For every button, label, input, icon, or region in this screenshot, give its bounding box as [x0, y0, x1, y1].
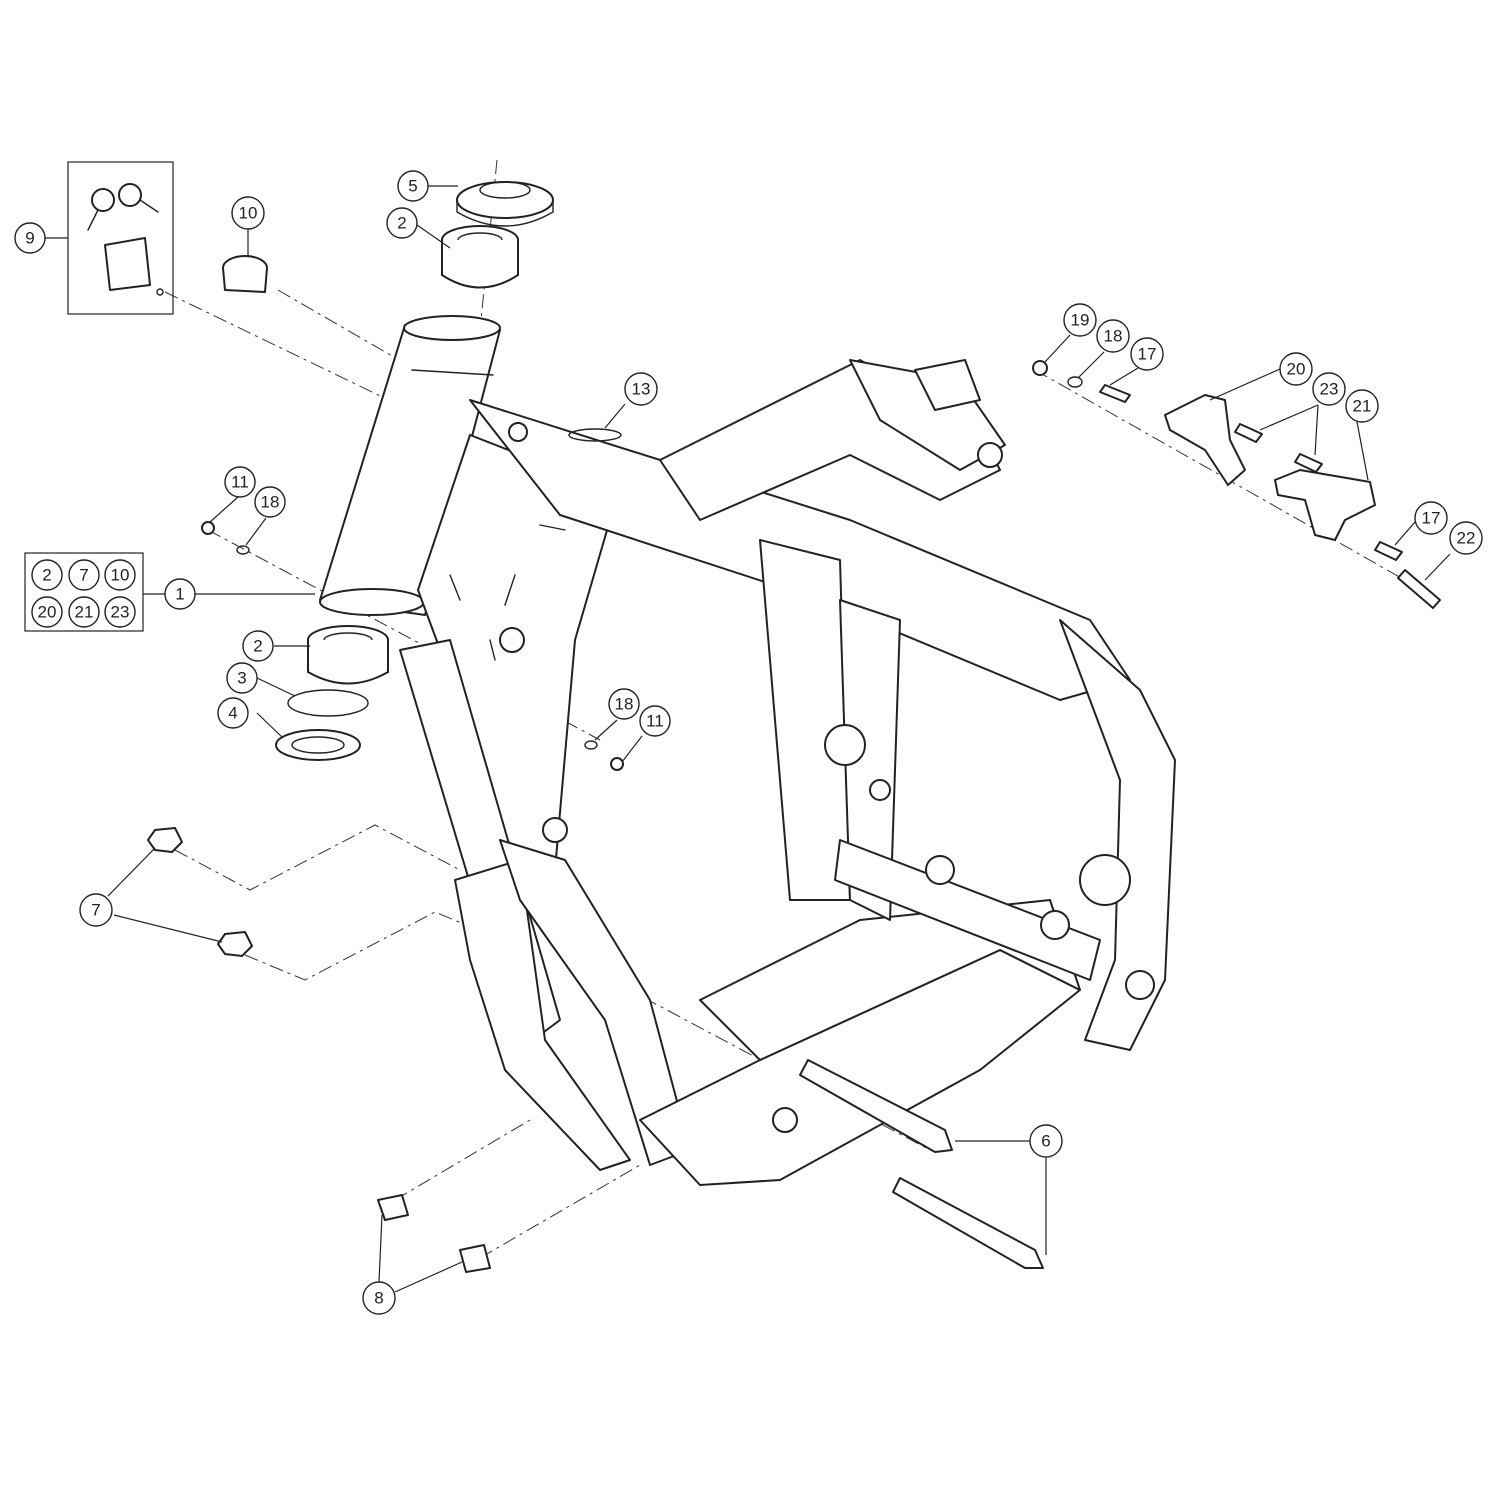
kit-item: 7	[68, 559, 100, 591]
kit-item: 10	[104, 559, 136, 591]
callout-3-label: 3	[237, 669, 246, 688]
motorcycle-frame	[319, 315, 1176, 1186]
bolt-23-upper	[1234, 423, 1263, 443]
bearing-upper	[441, 225, 519, 289]
kit-item-label: 2	[42, 566, 51, 585]
lower-seal	[275, 729, 361, 761]
kit-item: 23	[104, 596, 136, 628]
kit-item-label: 21	[75, 603, 94, 622]
kit-item: 21	[68, 596, 100, 628]
callout-22-label: 22	[1457, 529, 1476, 548]
callout-1-label: 1	[175, 585, 184, 604]
callout-18-right-label: 18	[615, 695, 634, 714]
callout-4: 4	[217, 697, 249, 729]
callout-23: 23	[1312, 372, 1346, 406]
callout-19-label: 19	[1071, 311, 1090, 330]
callout-10-label: 10	[239, 204, 258, 223]
callout-11-right: 11	[639, 705, 671, 737]
callout-23-label: 23	[1320, 380, 1339, 399]
o-ring	[287, 689, 369, 717]
dust-seal-top	[456, 181, 554, 227]
callout-11-left: 11	[224, 466, 256, 498]
bolt-23-lower	[1294, 453, 1323, 473]
callout-20: 20	[1279, 352, 1313, 386]
engine-bracket-20	[1164, 394, 1246, 486]
callout-3: 3	[226, 662, 258, 694]
clip-8-upper	[377, 1194, 409, 1221]
callout-18-top: 18	[1096, 319, 1130, 353]
kit-contents-box	[24, 552, 144, 632]
nut-7-upper	[147, 827, 183, 853]
callout-2-upper: 2	[386, 207, 418, 239]
callout-2-lower: 2	[242, 630, 274, 662]
callout-18-left: 18	[254, 486, 286, 518]
callout-22: 22	[1449, 521, 1483, 555]
callout-4-label: 4	[228, 704, 237, 723]
callout-9-label: 9	[25, 229, 34, 248]
callout-6-label: 6	[1041, 1132, 1050, 1151]
screw-right	[610, 757, 624, 771]
callout-20-label: 20	[1287, 360, 1306, 379]
leader-lines	[45, 185, 1451, 1293]
callout-7-label: 7	[91, 901, 100, 920]
callout-11-right-label: 11	[646, 712, 664, 731]
callout-13: 13	[624, 372, 658, 406]
bolt-17-upper	[1099, 384, 1131, 403]
callout-1: 1	[164, 578, 196, 610]
bolt-17-lower	[1374, 541, 1403, 561]
key-set	[87, 183, 164, 296]
steering-lock-clip	[222, 255, 268, 293]
callout-8-label: 8	[374, 1289, 383, 1308]
bearing-lower	[307, 625, 389, 685]
washer-left	[236, 545, 250, 555]
callout-9: 9	[14, 222, 46, 254]
callout-21: 21	[1345, 389, 1379, 423]
kit-item-label: 7	[79, 566, 88, 585]
washer-right	[584, 740, 598, 750]
nut-top-right	[1032, 360, 1048, 376]
bolt-6-upper	[799, 1059, 953, 1153]
callout-2-lower-label: 2	[253, 637, 262, 656]
loose-parts	[87, 181, 1441, 1273]
callout-17-upper-label: 17	[1138, 345, 1157, 364]
bolt-6-lower	[892, 1177, 1044, 1269]
callout-11-left-label: 11	[231, 473, 249, 492]
callout-21-label: 21	[1353, 397, 1372, 416]
clip-8-lower	[459, 1244, 491, 1273]
nut-7-lower	[217, 931, 253, 957]
decal	[568, 428, 622, 442]
kit-item: 2	[31, 559, 63, 591]
callout-19: 19	[1063, 303, 1097, 337]
kit-item-label: 10	[111, 566, 130, 585]
callout-13-label: 13	[632, 380, 651, 399]
callout-8: 8	[362, 1281, 396, 1315]
callout-18-right: 18	[608, 688, 640, 720]
callout-10: 10	[231, 196, 265, 230]
callout-2-upper-label: 2	[397, 214, 406, 233]
washer-top-right	[1067, 376, 1083, 388]
callout-6: 6	[1029, 1124, 1063, 1158]
kit-item-label: 23	[111, 603, 130, 622]
kit-item: 20	[31, 596, 63, 628]
callout-5: 5	[397, 170, 429, 202]
callout-7: 7	[79, 893, 113, 927]
callout-5-label: 5	[408, 177, 417, 196]
screw-left	[201, 521, 215, 535]
kit-item-label: 20	[38, 603, 57, 622]
engine-bracket-21	[1274, 469, 1376, 541]
callout-17-lower: 17	[1414, 501, 1448, 535]
callout-18-top-label: 18	[1104, 327, 1123, 346]
callout-17-upper: 17	[1130, 337, 1164, 371]
callout-18-left-label: 18	[261, 493, 280, 512]
bolt-22	[1397, 569, 1441, 609]
kit-contents: 2 7 10 20 21 23	[31, 559, 136, 628]
callout-17-lower-label: 17	[1422, 509, 1441, 528]
